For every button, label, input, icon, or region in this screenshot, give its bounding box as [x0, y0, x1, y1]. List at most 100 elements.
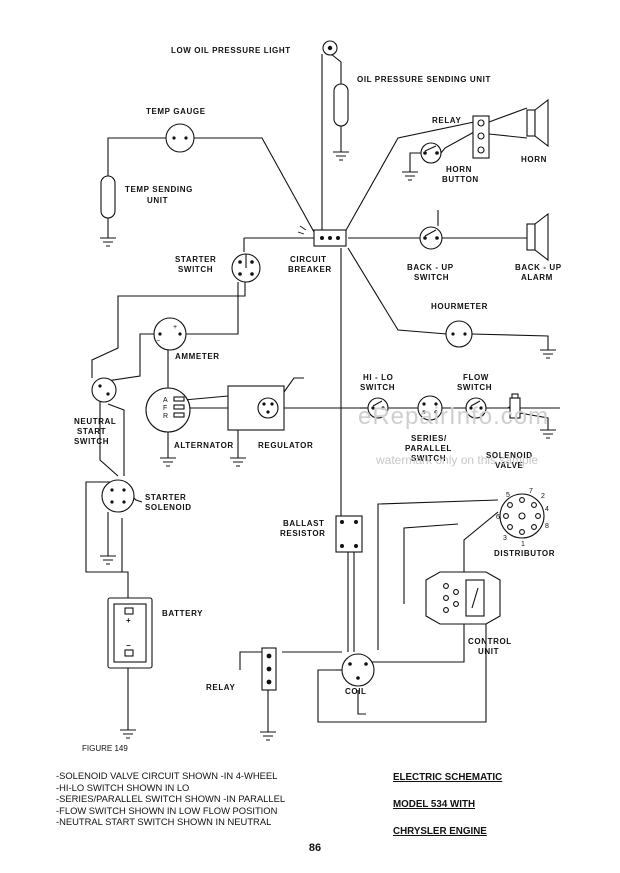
hi-lo-switch: [367, 397, 389, 419]
title-line-3: CHRYSLER ENGINE: [393, 826, 487, 837]
watermark-sub: watermark only on this sample: [375, 453, 538, 467]
label-regulator: REGULATOR: [258, 441, 313, 450]
dist-num-3: 3: [503, 535, 507, 542]
label-ballast-1: BALLAST: [283, 519, 325, 528]
dist-num-4: 4: [545, 506, 549, 513]
label-series-2: PARALLEL: [405, 444, 452, 453]
label-hilo-2: SWITCH: [360, 383, 395, 392]
ballast-resistor: [335, 515, 363, 553]
label-neutral-2: START: [77, 427, 106, 436]
label-starter-switch-1: STARTER: [175, 255, 216, 264]
component-labels: LOW OIL PRESSURE LIGHT OIL PRESSURE SEND…: [74, 46, 562, 696]
label-starter-switch-2: SWITCH: [178, 265, 213, 274]
backup-switch: [419, 226, 443, 250]
note-item: -FLOW SWITCH SHOWN IN LOW FLOW POSITION: [56, 804, 278, 816]
label-alternator: ALTERNATOR: [174, 441, 234, 450]
hourmeter: [445, 320, 556, 359]
relay-top: [472, 115, 490, 159]
alternator: A F R: [145, 387, 191, 467]
label-neutral-3: SWITCH: [74, 437, 109, 446]
label-relay-bottom: RELAY: [206, 683, 235, 692]
starter-switch: [231, 253, 261, 283]
regulator: [227, 385, 285, 467]
label-control-unit-2: UNIT: [478, 647, 499, 656]
svg-text:+: +: [173, 324, 177, 331]
figure-label: FIGURE 149: [82, 744, 128, 753]
terminal-f: F: [163, 405, 167, 412]
dist-num-6: 6: [496, 514, 500, 521]
label-solenoid-1: SOLENOID: [486, 451, 533, 460]
label-series-1: SERIES/: [411, 434, 447, 443]
neutral-start-switch: [91, 377, 117, 403]
label-backup-alarm-1: BACK - UP: [515, 263, 562, 272]
battery: + −: [107, 597, 153, 739]
temp-gauge: [165, 123, 195, 153]
series-parallel-switch: [417, 395, 443, 421]
flow-switch: [465, 397, 487, 419]
label-starter-solenoid-1: STARTER: [145, 493, 186, 502]
terminal-a: A: [163, 397, 168, 404]
label-series-3: SWITCH: [411, 454, 446, 463]
oil-pressure-sending-unit: [333, 83, 349, 161]
starter-solenoid: [100, 479, 135, 565]
label-backup-switch-2: SWITCH: [414, 273, 449, 282]
label-horn-button-2: BUTTON: [442, 175, 479, 184]
label-low-oil-light: LOW OIL PRESSURE LIGHT: [171, 46, 291, 55]
dist-num-1: 1: [521, 541, 525, 548]
dist-num-2: 2: [541, 493, 545, 500]
label-ammeter: AMMETER: [175, 352, 220, 361]
label-circuit-breaker-1: CIRCUIT: [290, 255, 327, 264]
low-oil-pressure-light: [322, 40, 338, 56]
notes-list: -SOLENOID VALVE CIRCUIT SHOWN -IN 4-WHEE…: [56, 770, 356, 828]
label-neutral-1: NEUTRAL: [74, 417, 116, 426]
note-item: -HI-LO SWITCH SHOWN IN LO: [56, 781, 190, 793]
label-distributor: DISTRIBUTOR: [494, 549, 555, 558]
label-relay-top: RELAY: [432, 116, 461, 125]
label-battery: BATTERY: [162, 609, 203, 618]
terminal-r: R: [163, 413, 168, 420]
temp-sending-unit: [100, 175, 116, 247]
control-unit: [425, 571, 501, 625]
page-number: 86: [308, 842, 322, 854]
label-hilo-1: HI - LO: [363, 373, 393, 382]
label-coil: COIL: [345, 687, 367, 696]
label-flow-1: FLOW: [463, 373, 489, 382]
label-backup-switch-1: BACK - UP: [407, 263, 454, 272]
label-horn-button-1: HORN: [446, 165, 472, 174]
battery-plus: +: [126, 616, 131, 625]
label-hourmeter: HOURMETER: [431, 302, 488, 311]
dist-num-7: 7: [529, 488, 533, 495]
horn-button: [402, 142, 442, 181]
note-item: -NEUTRAL START SWITCH SHOWN IN NEUTRAL: [56, 816, 272, 828]
label-circuit-breaker-2: BREAKER: [288, 265, 332, 274]
title-line-2: MODEL 534 WITH: [393, 799, 476, 810]
relay-bottom: [260, 647, 277, 741]
distributor: 5 7 2 6 4 3 1 8: [496, 488, 549, 548]
circuit-breaker: [297, 225, 347, 247]
svg-text:−: −: [156, 338, 160, 345]
label-temp-gauge: TEMP GAUGE: [146, 107, 206, 116]
label-oil-sending: OIL PRESSURE SENDING UNIT: [357, 75, 491, 84]
label-solenoid-2: VALVE: [495, 461, 524, 470]
ammeter: + −: [153, 317, 187, 351]
wires: [85, 53, 560, 732]
note-item: -SOLENOID VALVE CIRCUIT SHOWN -IN 4-WHEE…: [56, 770, 278, 781]
dist-num-5: 5: [506, 492, 510, 499]
watermark-main: eRepairInfo.com: [358, 403, 549, 430]
backup-alarm: [526, 212, 549, 262]
coil: [341, 653, 375, 687]
label-flow-2: SWITCH: [457, 383, 492, 392]
horn: [526, 98, 549, 148]
note-item: -SERIES/PARALLEL SWITCH SHOWN -IN PARALL…: [56, 793, 286, 805]
solenoid-valve: [509, 393, 556, 439]
label-horn: HORN: [521, 155, 547, 164]
label-ballast-2: RESISTOR: [280, 529, 326, 538]
label-temp-sending-2: UNIT: [147, 196, 168, 205]
label-temp-sending-1: TEMP SENDING: [125, 185, 193, 194]
label-starter-solenoid-2: SOLENOID: [145, 503, 192, 512]
dist-num-8: 8: [545, 523, 549, 530]
title-line-1: ELECTRIC SCHEMATIC: [393, 772, 503, 783]
label-backup-alarm-2: ALARM: [521, 273, 553, 282]
battery-minus: −: [126, 641, 131, 650]
